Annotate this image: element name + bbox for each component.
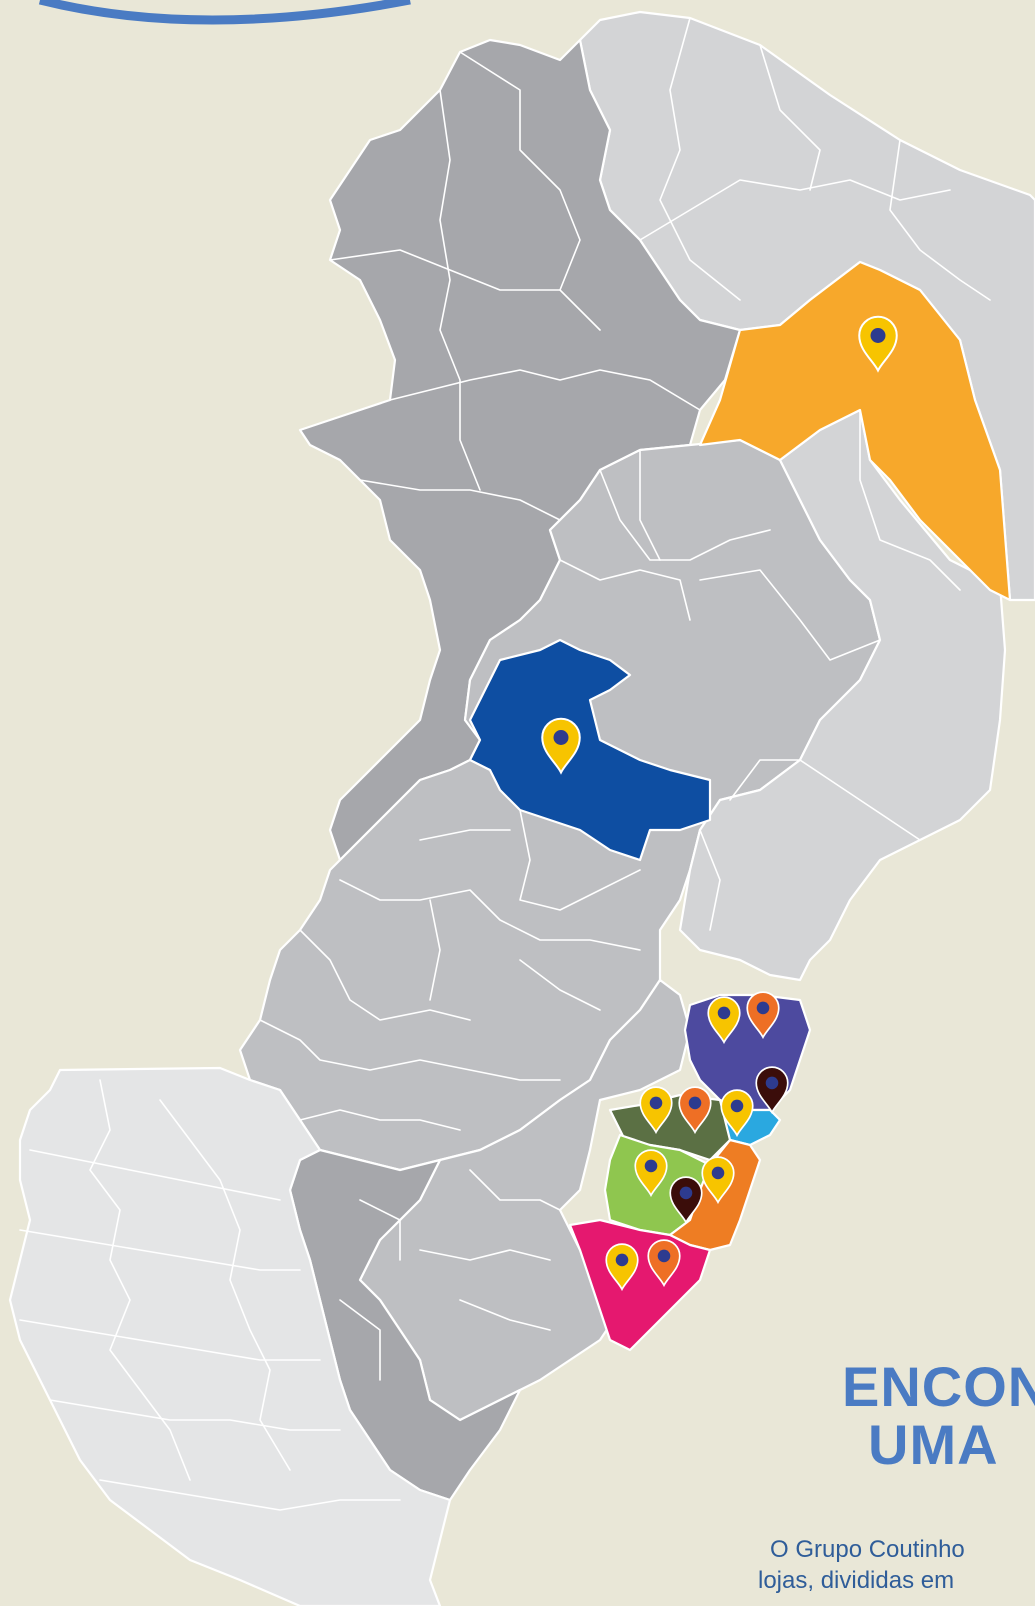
map-pin-icon [639,1086,673,1135]
store-pin-coast-8[interactable] [669,1176,703,1225]
map-pin-icon [746,991,780,1040]
store-pin-coast-6[interactable] [720,1089,754,1138]
map-pin-icon [755,1066,789,1115]
map-pin-dot [765,1076,779,1090]
region-highlight-blue [468,638,712,862]
store-pin-coast-2[interactable] [746,991,780,1040]
map-pin-icon [678,1086,712,1135]
section-heading: ENCON UMA [842,1358,1035,1474]
top-arc-decoration [38,0,411,25]
region-highlight-orange [698,260,1012,602]
map-pin-icon [669,1176,703,1225]
map-pin-dot [730,1099,744,1113]
store-pin-coast-10[interactable] [605,1243,639,1292]
map-pin-icon [541,717,581,775]
map-pin-dot [679,1186,693,1200]
store-pin-north[interactable] [858,315,898,373]
store-pin-coast-3[interactable] [755,1066,789,1115]
store-pin-central[interactable] [541,717,581,775]
store-pins [541,315,898,1292]
municipality-boundaries [19,17,991,1511]
heading-line-1: ENCON [842,1355,1035,1418]
heading-line-2: UMA [868,1413,999,1476]
map-pin-dot [649,1096,663,1110]
map-pin-dot [711,1166,725,1180]
store-pin-coast-7[interactable] [634,1149,668,1198]
map-pin-dot [553,730,569,745]
map-pin-icon [647,1239,681,1288]
map-pin-icon [720,1089,754,1138]
store-pin-coast-9[interactable] [701,1156,735,1205]
section-caption: O Grupo Coutinho lojas, divididas em [758,1534,965,1596]
map-pin-dot [644,1159,658,1173]
caption-line-2: lojas, divididas em [758,1567,955,1594]
store-pin-coast-4[interactable] [639,1086,673,1135]
map-pin-dot [688,1096,702,1110]
caption-line-1: O Grupo Coutinho [770,1536,965,1563]
map-pin-icon [707,996,741,1045]
map-pin-icon [858,315,898,373]
store-pin-coast-5[interactable] [678,1086,712,1135]
map-pin-dot [756,1001,770,1015]
store-pin-coast-1[interactable] [707,996,741,1045]
map-pin-dot [870,328,886,343]
map-pin-dot [657,1249,671,1263]
map-pin-icon [701,1156,735,1205]
map-pin-dot [615,1253,629,1267]
store-pin-coast-11[interactable] [647,1239,681,1288]
map-pin-icon [634,1149,668,1198]
map-pin-dot [717,1006,731,1020]
map-pin-icon [605,1243,639,1292]
region-southwest [8,1066,452,1606]
